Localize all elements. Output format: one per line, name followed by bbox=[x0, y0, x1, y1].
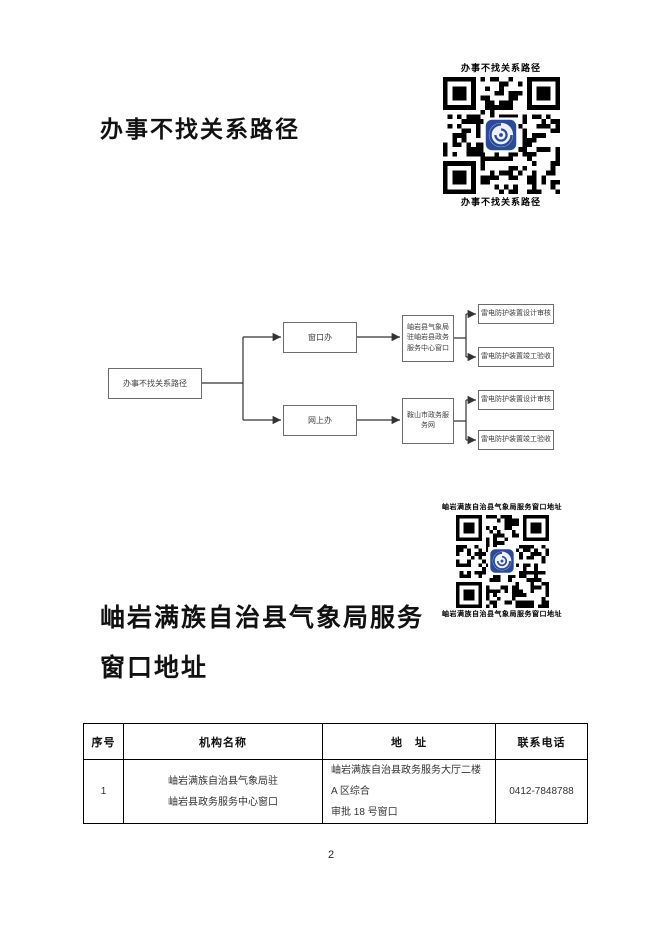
section1-title: 办事不找关系路径 bbox=[100, 116, 300, 143]
cell-org-name: 岫岩满族自治县气象局驻 岫岩县政务服务中心窗口 bbox=[123, 759, 323, 824]
cell-address: 岫岩满族自治县政务服务大厅二楼 A 区综合 审批 18 号窗口 bbox=[322, 759, 496, 824]
address-line2: 审批 18 号窗口 bbox=[331, 807, 398, 818]
cell-index: 1 bbox=[83, 759, 124, 824]
org-name-line1: 岫岩满族自治县气象局驻 bbox=[168, 775, 278, 787]
flow-channel-online: 网上办 bbox=[283, 405, 357, 436]
qr1-code bbox=[442, 76, 560, 194]
flow-service-design-review-top: 雷电防护装置设计审核 bbox=[478, 304, 554, 324]
flow-service-completion-acceptance-top: 雷电防护装置竣工验收 bbox=[478, 347, 554, 367]
weather-bureau-logo-icon bbox=[488, 547, 516, 576]
service-window-table: 序号 机构名称 地 址 联系电话 1 岫岩满族自治县气象局驻 岫岩县政务服务中心… bbox=[83, 723, 588, 824]
qr1-caption-top: 办事不找关系路径 bbox=[460, 63, 541, 73]
org-name-line2: 岫岩县政务服务中心窗口 bbox=[168, 796, 278, 808]
address-line1: 岫岩满族自治县政务服务大厅二楼 A 区综合 bbox=[331, 765, 481, 797]
header-address: 地 址 bbox=[322, 723, 496, 760]
table-row: 1 岫岩满族自治县气象局驻 岫岩县政务服务中心窗口 岫岩满族自治县政务服务大厅二… bbox=[83, 759, 588, 824]
flow-root-node: 办事不找关系路径 bbox=[108, 368, 202, 399]
flow-venue-service-center: 岫岩县气象局驻岫岩县政务服务中心窗口 bbox=[402, 315, 454, 362]
section2-title-line1: 岫岩满族自治县气象局服务 bbox=[100, 603, 425, 632]
weather-bureau-logo-icon bbox=[483, 117, 519, 153]
cell-phone: 0412-7848788 bbox=[495, 759, 588, 824]
header-index: 序号 bbox=[83, 723, 124, 760]
qr1-caption-bottom: 办事不找关系路径 bbox=[460, 196, 541, 207]
table-header-row: 序号 机构名称 地 址 联系电话 bbox=[83, 723, 588, 760]
header-phone: 联系电话 bbox=[495, 723, 588, 760]
flow-venue-gov-website: 鞍山市政务服务网 bbox=[402, 398, 454, 444]
flow-channel-window: 窗口办 bbox=[283, 322, 357, 353]
qr2-code bbox=[455, 514, 549, 608]
qr-block-address: 岫岩满族自治县气象局服务窗口地址 岫岩满族自治县气象局服务窗口地址 bbox=[441, 503, 563, 620]
header-org-name: 机构名称 bbox=[123, 723, 323, 760]
qr2-caption-top: 岫岩满族自治县气象局服务窗口地址 bbox=[442, 504, 562, 511]
flow-service-design-review-bottom: 雷电防护装置设计审核 bbox=[478, 390, 554, 410]
qr2-caption-bottom: 岫岩满族自治县气象局服务窗口地址 bbox=[442, 610, 562, 618]
section2-title-line2: 窗口地址 bbox=[100, 653, 209, 682]
page-number: 2 bbox=[327, 849, 335, 861]
qr-block-paths: 办事不找关系路径 办事不找关系路径 bbox=[436, 62, 566, 208]
flow-service-completion-acceptance-bottom: 雷电防护装置竣工验收 bbox=[478, 430, 554, 450]
